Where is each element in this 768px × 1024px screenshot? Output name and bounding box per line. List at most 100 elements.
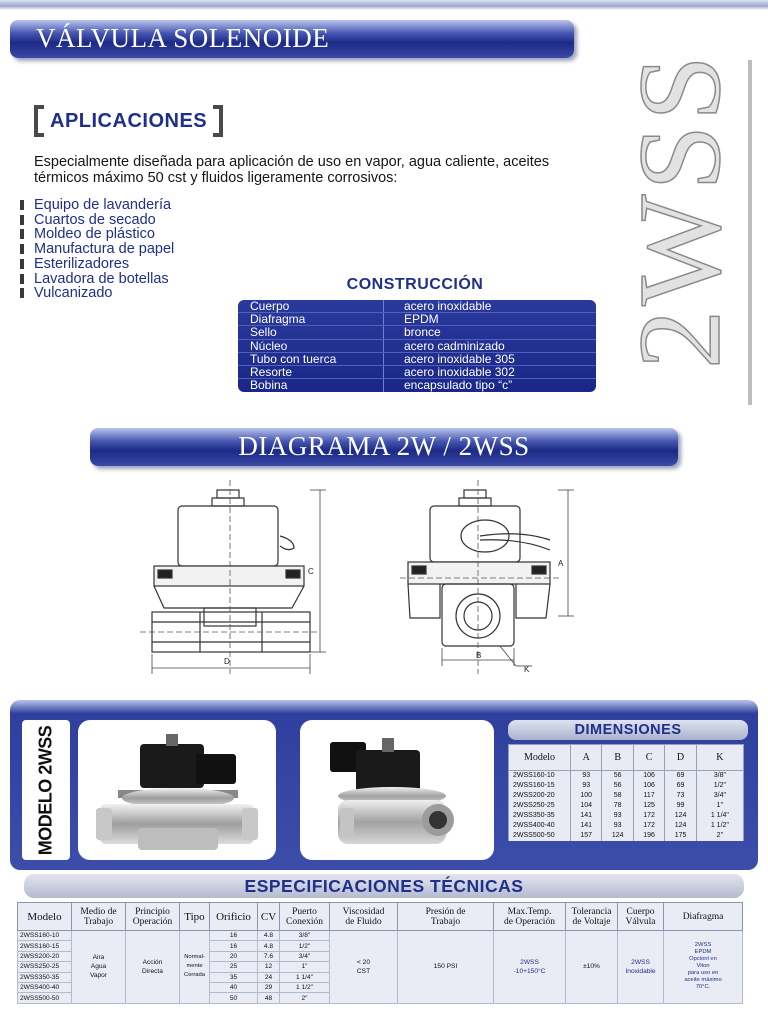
list-item: Lavadora de botellas: [20, 271, 174, 287]
port-cell: 3/4": [279, 950, 330, 963]
header-line: Tolerancia: [571, 906, 612, 917]
cell: 56: [601, 780, 634, 791]
model-cell: 2WSS350-35: [17, 971, 72, 983]
cell-line: 70°C.: [695, 984, 711, 991]
column-header: Modelo: [508, 744, 571, 771]
column-header: CV: [257, 902, 280, 931]
material-cell: encapsulado tipo “c”: [404, 378, 513, 393]
model-cell: 2WSS200-20: [508, 790, 571, 801]
list-item: Cuartos de secado: [20, 212, 174, 228]
series-vertical-label: 2WSS: [600, 50, 760, 369]
header-line: Trabajo: [430, 916, 461, 927]
model-vertical-label: MODELO 2WSS: [22, 720, 70, 860]
cell: 73: [664, 790, 697, 801]
header-line: Presión de: [425, 906, 466, 917]
port-cell: 2": [279, 992, 330, 1004]
header-line: Trabajo: [83, 916, 114, 927]
top-gradient-bar: [0, 0, 768, 10]
cell-line: Inoxidable: [625, 967, 656, 975]
cell: 1 1/2": [695, 820, 745, 831]
header-line: Medio de: [80, 906, 117, 917]
dimension-label-b: B: [476, 651, 481, 660]
material-cell: acero inoxidable 305: [404, 351, 515, 366]
cv-cell: 7.6: [257, 950, 280, 963]
part-cell: Diafragma: [238, 313, 384, 326]
cell-line: Opcionl en: [689, 956, 717, 963]
list-item: Vulcanizado: [20, 286, 174, 301]
cell-line: -10+150°C: [513, 967, 546, 975]
diagram-banner: DIAGRAMA 2W / 2WSS: [90, 428, 678, 466]
cv-cell: 12: [257, 961, 280, 973]
cv-cell: 24: [257, 971, 280, 983]
cell: 58: [601, 790, 634, 801]
header-line: Max.Temp.: [507, 906, 552, 917]
cell: 69: [664, 770, 697, 781]
temperature-cell: 2WSS-10+150°C: [493, 930, 566, 1004]
header-line: Operación: [132, 916, 173, 927]
cell-line: Normal-: [184, 954, 205, 961]
cell-line: Cerrada: [184, 972, 205, 979]
cell: 99: [664, 800, 697, 811]
model-cell: 2WSS250-25: [508, 800, 571, 811]
material-cell: acero inoxidable 302: [404, 364, 515, 379]
cell: 1 1/4": [695, 810, 745, 821]
cell-line: < 20: [356, 958, 371, 966]
model-cell: 2WSS350-35: [508, 810, 571, 821]
side-rule: [748, 60, 752, 405]
header-line: de Voltaje: [572, 916, 611, 927]
cell-line: Vapor: [89, 972, 108, 980]
part-cell: Resorte: [238, 365, 384, 379]
cell: 2": [695, 830, 745, 841]
applications-heading: APLICACIONES: [34, 104, 224, 138]
model-cell: 2WSS160-15: [17, 940, 72, 952]
port-cell: 1 1/4": [279, 971, 330, 983]
header-line: Cuerpo: [626, 906, 655, 917]
column-header: K: [695, 744, 745, 771]
cell-line: 2WSS: [631, 958, 650, 966]
cell-line: mente: [186, 963, 203, 970]
applications-title: APLICACIONES: [50, 109, 208, 132]
material-cell: acero cadminizado: [404, 338, 505, 353]
model-cell: 2WSS500-50: [17, 992, 72, 1004]
header-line: Válvula: [625, 916, 656, 927]
port-cell: 1 1/2": [279, 981, 330, 994]
diagram-title: DIAGRAMA 2W / 2WSS: [238, 431, 530, 461]
cell: 125: [632, 800, 666, 811]
column-header: Orificio: [209, 902, 258, 931]
cv-cell: 4.8: [257, 940, 280, 952]
column-header: B: [601, 744, 634, 771]
part-cell: Cuerpo: [238, 300, 384, 313]
model-cell: 2WSS250-25: [17, 961, 72, 973]
orifice-cell: 35: [209, 971, 258, 983]
cell: 1/2": [695, 780, 745, 791]
page-title: VÁLVULA SOLENOIDE: [36, 23, 330, 53]
cell: 172: [632, 810, 666, 821]
material-cell: EPDM: [404, 312, 439, 327]
specs-title: ESPECIFICACIONES TÉCNICAS: [244, 876, 524, 896]
cell: 106: [632, 780, 666, 791]
dimensions-title-bar: DIMENSIONES: [508, 720, 748, 740]
column-header: Diafragma: [663, 902, 743, 931]
model-cell: 2WSS400-40: [17, 981, 72, 994]
model-cell: 2WSS160-10: [17, 929, 72, 942]
column-header: D: [664, 744, 697, 771]
voltage-tolerance-cell: ±10%: [565, 930, 618, 1004]
series-text: 2WSS: [613, 50, 746, 369]
pressure-cell: 150 PSI: [397, 930, 494, 1004]
